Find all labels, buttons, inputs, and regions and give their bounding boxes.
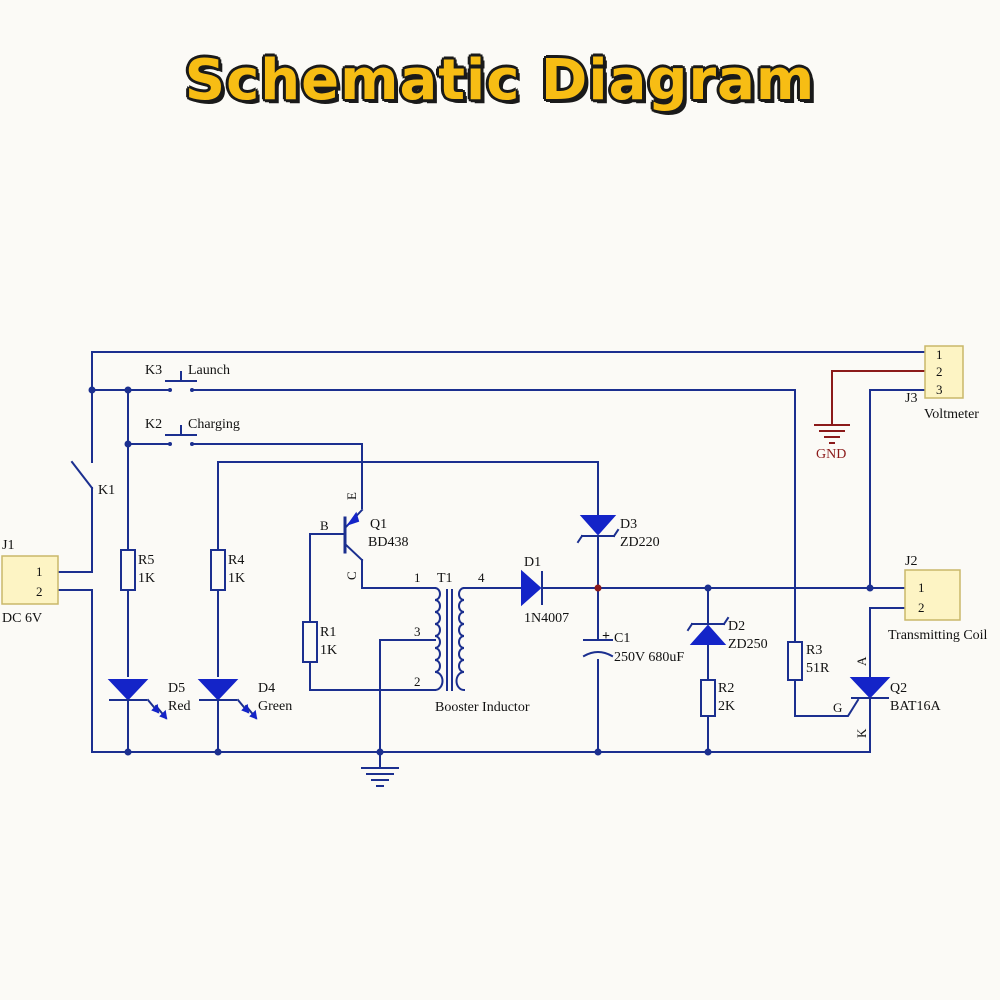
j3-pin3: 3: [936, 382, 943, 397]
r5-label: R5: [138, 553, 154, 568]
gnd-wire: [831, 370, 925, 425]
transformer-t1: T1 1 2 3 4 Booster Inductor: [414, 570, 530, 715]
j2-pin2: 2: [918, 600, 925, 615]
j1-value: DC 6V: [2, 611, 42, 626]
j1-pin1: 1: [36, 564, 43, 579]
q2-cathode-pin: K: [854, 728, 869, 738]
q1-value: BD438: [368, 535, 408, 550]
q1-label: Q1: [370, 517, 387, 532]
resistor-r2: R2 2K: [700, 679, 735, 717]
resistor-r4: R4 1K: [210, 549, 245, 591]
j3-label: J3: [905, 391, 917, 406]
thyristor-q2: Q2 BAT16A A G K: [833, 656, 941, 738]
wires: [57, 351, 926, 769]
zener-d2: D2 ZD250: [686, 616, 768, 652]
d5-name: Red: [168, 699, 191, 714]
led-d4: D4 Green: [197, 679, 292, 720]
gnd-label: GND: [816, 447, 846, 462]
t1-pin2: 2: [414, 674, 421, 689]
k2-name: Charging: [188, 417, 240, 432]
k3-label: K3: [145, 363, 162, 378]
q2-label: Q2: [890, 681, 907, 696]
k1-label: K1: [98, 483, 115, 498]
c1-value: 250V 680uF: [614, 650, 684, 665]
d3-label: D3: [620, 517, 637, 532]
r2-label: R2: [718, 681, 734, 696]
t1-pin3: 3: [414, 624, 421, 639]
k3-name: Launch: [188, 363, 230, 378]
r3-label: R3: [806, 643, 822, 658]
ground-icon: [361, 767, 399, 787]
d1-value: 1N4007: [524, 611, 569, 626]
resistor-r5: R5 1K: [120, 549, 155, 591]
transistor-q1: Q1 BD438 B E C: [320, 492, 408, 580]
gnd-symbol: GND: [814, 424, 850, 462]
pushbutton-k3: K3 Launch: [145, 363, 230, 392]
d4-label: D4: [258, 681, 275, 696]
q1-emitter-pin: E: [344, 492, 359, 500]
j2-label: J2: [905, 554, 917, 569]
j2-pin1: 1: [918, 580, 925, 595]
r1-value: 1K: [320, 643, 337, 658]
resistor-r1: R1 1K: [302, 621, 337, 663]
j3-name: Voltmeter: [924, 407, 979, 422]
t1-label: T1: [437, 571, 453, 586]
d2-label: D2: [728, 619, 745, 634]
t1-name: Booster Inductor: [435, 700, 530, 715]
j3-pin1: 1: [936, 347, 943, 362]
r3-value: 51R: [806, 661, 830, 676]
r5-value: 1K: [138, 571, 155, 586]
j2-name: Transmitting Coil: [888, 628, 988, 643]
c1-label: C1: [614, 631, 630, 646]
capacitor-c1: + C1 250V 680uF: [582, 629, 684, 665]
j3-pin2: 2: [936, 364, 943, 379]
j1-pin2: 2: [36, 584, 43, 599]
j1-label: J1: [2, 538, 14, 553]
resistor-r3: R3 51R: [787, 641, 830, 681]
t1-pin1: 1: [414, 570, 421, 585]
t1-pin4: 4: [478, 570, 485, 585]
zener-d3: D3 ZD220: [576, 515, 660, 550]
r4-value: 1K: [228, 571, 245, 586]
junctions: [88, 386, 874, 756]
connector-j2: J2 1 2 Transmitting Coil: [888, 554, 988, 643]
connector-j1: J1 1 2 DC 6V: [1, 538, 59, 626]
q1-collector-pin: C: [344, 571, 359, 580]
led-d5: D5 Red: [107, 679, 191, 720]
q1-base-pin: B: [320, 518, 329, 533]
q2-value: BAT16A: [890, 699, 941, 714]
d1-label: D1: [524, 555, 541, 570]
k2-label: K2: [145, 417, 162, 432]
d5-label: D5: [168, 681, 185, 696]
d2-value: ZD250: [728, 637, 768, 652]
q2-gate-pin: G: [833, 700, 842, 715]
d3-value: ZD220: [620, 535, 660, 550]
d4-name: Green: [258, 699, 292, 714]
page-title: Schematic Diagram: [184, 48, 816, 113]
r4-label: R4: [228, 553, 244, 568]
c1-plus: +: [602, 629, 610, 644]
q2-anode-pin: A: [854, 656, 869, 666]
connector-j3: 1 2 3 J3 Voltmeter: [905, 345, 979, 422]
r1-label: R1: [320, 625, 336, 640]
r2-value: 2K: [718, 699, 735, 714]
diode-d1: D1 1N4007: [521, 555, 569, 626]
pushbutton-k2: K2 Charging: [145, 417, 240, 446]
switch-k1: K1: [70, 460, 115, 498]
